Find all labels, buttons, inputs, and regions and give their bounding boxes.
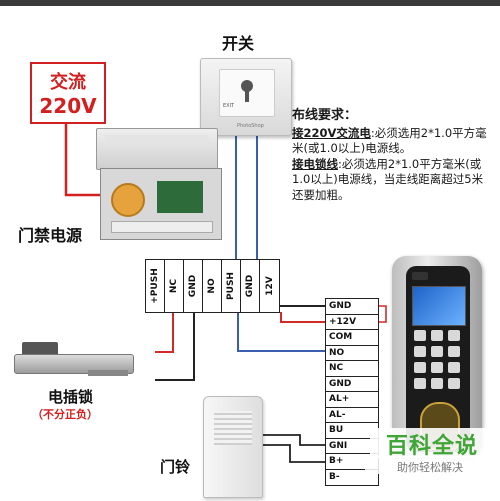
power-terminal-label: NC <box>169 278 179 294</box>
keypad-key <box>448 378 460 389</box>
controller-terminal: B- <box>329 471 340 482</box>
transformer <box>111 183 145 217</box>
controller-terminal: B+ <box>326 454 378 470</box>
controller-link-1 <box>378 305 387 323</box>
power-supply-label: 门禁电源 <box>18 226 83 245</box>
controller-terminal: GND <box>326 377 378 392</box>
lock-black-wire <box>155 312 195 381</box>
controller-terminal: +12V <box>326 315 378 330</box>
power-supply-unit <box>100 168 222 240</box>
controller-terminal: GNI <box>326 439 378 454</box>
watermark-sub: 助你轻松解决 <box>365 456 495 474</box>
keypad-key <box>414 378 426 389</box>
keypad-key <box>431 378 443 389</box>
power-terminal: GND <box>241 260 260 312</box>
lock-red-wire <box>155 312 174 353</box>
lock-plate <box>88 370 128 376</box>
ac-label-2: 220V <box>39 94 97 118</box>
requirement-ac: 接220V交流电:必须选用2*1.0平方毫米(或1.0以上)电源线。 <box>292 125 487 156</box>
bell-wire-1 <box>262 434 325 446</box>
keypad-key <box>448 362 460 373</box>
wiring-requirements: 布线要求： 接220V交流电:必须选用2*1.0平方毫米(或1.0以上)电源线。… <box>292 108 492 203</box>
keypad-key <box>448 346 460 357</box>
keypad-key <box>431 330 443 341</box>
top-bar <box>0 0 500 6</box>
controller-terminal: NO <box>326 346 378 361</box>
power-cover-label <box>105 135 209 143</box>
power-terminal-label: 12V <box>264 276 275 296</box>
controller-terminal: BU <box>326 423 378 439</box>
controller-face <box>406 266 470 452</box>
switch-label: 开关 <box>222 34 255 53</box>
power-terminal-label: GND <box>188 274 198 298</box>
requirement-lock: 接电锁线:必须选用2*1.0平方毫米(或1.0以上)电源线，当走线距离超过5米还… <box>292 156 484 202</box>
lock-head <box>22 342 58 356</box>
power-12v-wire <box>280 312 325 323</box>
ac-label-1: 交流 <box>50 72 86 93</box>
power-supply-cover <box>96 128 218 170</box>
requirements-title: 布线要求： <box>292 108 358 123</box>
power-terminal: GND <box>184 260 203 312</box>
circuit-board <box>157 181 203 213</box>
keypad-key <box>414 346 426 357</box>
doorbell <box>203 396 263 498</box>
keypad-key <box>431 346 443 357</box>
controller-terminal: AL- <box>326 408 378 423</box>
doorbell-label: 门铃 <box>160 458 191 476</box>
keypad-key <box>448 330 460 341</box>
power-terminal-label: PUSH <box>226 272 236 300</box>
power-terminal-label: GND <box>245 274 255 298</box>
power-terminal: NC <box>165 260 184 312</box>
keypad-key <box>414 330 426 341</box>
ac-220v-box: 交流 220V <box>30 62 106 124</box>
power-terminal: NO <box>203 260 222 312</box>
power-terminal: PUSH <box>222 260 241 312</box>
watermark-main: 百科全说 <box>370 428 494 459</box>
key-icon <box>241 80 253 102</box>
switch-exit-text: EXIT <box>223 103 235 109</box>
bell-wire-2 <box>262 444 325 463</box>
keypad-key <box>414 362 426 373</box>
power-terminal: +PUSH <box>146 260 165 312</box>
doorbell-speaker <box>214 411 252 445</box>
lock-body <box>14 354 134 374</box>
controller-screen <box>412 286 466 326</box>
controller-terminal: GND <box>326 299 378 315</box>
power-terminal-label: +PUSH <box>150 268 160 304</box>
lock-note: （不分正负） <box>32 408 98 421</box>
camera-window <box>412 272 428 280</box>
power-terminal-strip <box>111 221 213 233</box>
push-no-wire <box>237 312 325 352</box>
power-terminal: 12V <box>260 260 279 312</box>
controller-terminal: NC <box>326 361 378 377</box>
exit-switch: EXIT PhotoShop <box>200 58 292 136</box>
power-terminal-block: +PUSH NC GND NO PUSH GND 12V <box>145 259 280 313</box>
controller-terminal: COM <box>326 330 378 346</box>
lock-label: 电插锁 <box>48 388 94 406</box>
electric-lock <box>14 342 134 378</box>
ac-red-wire <box>64 120 108 197</box>
power-terminal-label: NO <box>207 278 217 294</box>
controller-terminal: AL+ <box>326 392 378 408</box>
controller-keypad <box>414 330 462 394</box>
switch-brand-text: PhotoShop <box>237 123 264 129</box>
fingerprint-controller <box>392 256 482 456</box>
keypad-key <box>431 362 443 373</box>
